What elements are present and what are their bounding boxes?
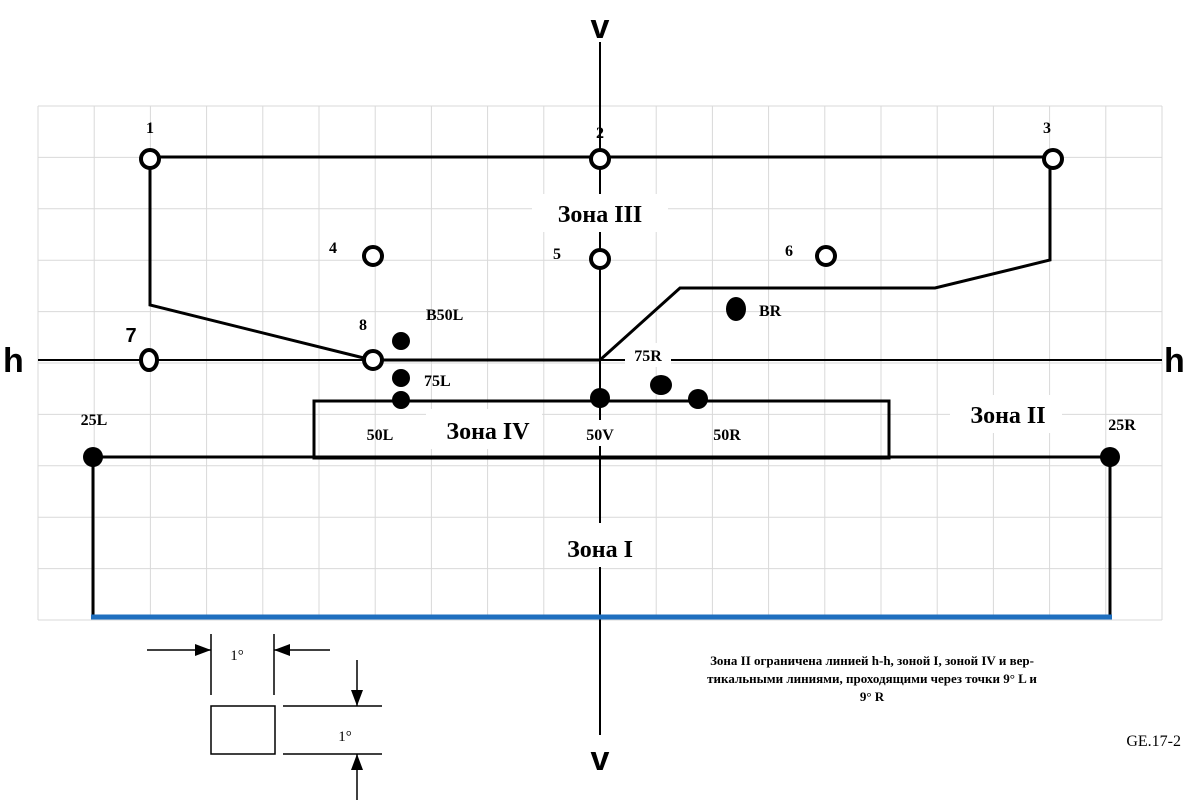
zone-iii-label: Зона III [558, 202, 643, 228]
point-b50l-label: B50L [426, 307, 463, 324]
zone-ii-note-line-1: Зона II ограничена линией h-h, зоной I, … [710, 653, 1034, 668]
axis-h-left-label: h [3, 342, 24, 380]
axis-v-top-label: v [591, 8, 610, 46]
point-b50l-marker [392, 332, 410, 350]
point-7-label: 7 [125, 325, 136, 347]
point-25l-label: 25L [81, 412, 108, 429]
point-1-marker [139, 148, 161, 170]
point-br-label: BR [759, 303, 782, 320]
axis-h-right-label: h [1164, 342, 1185, 380]
point-75l-marker [392, 369, 410, 387]
point-75r-label: 75R [634, 348, 662, 365]
figure-id: GE.17-2 [1126, 733, 1181, 750]
point-25l-marker [83, 447, 103, 467]
point-50v-marker [590, 388, 610, 408]
point-8-label: 8 [359, 317, 367, 334]
point-50v-label: 50V [586, 427, 614, 444]
point-4-marker [362, 245, 384, 267]
degree-scale-sketch: 1° 1° [147, 634, 382, 800]
point-8-marker [362, 349, 384, 371]
zone-ii-label: Зона II [970, 403, 1045, 429]
scale-vertical-label: 1° [338, 729, 352, 745]
point-25r-label: 25R [1108, 417, 1136, 434]
point-75l-label: 75L [424, 373, 451, 390]
point-6-marker [815, 245, 837, 267]
zone-iv-label: Зона IV [446, 419, 530, 445]
point-50r-label: 50R [713, 427, 741, 444]
point-3-label: 3 [1043, 120, 1051, 137]
zone-ii-note-line-3: 9° R [860, 689, 885, 704]
zone-ii-note-line-2: тикальными линиями, проходящими через то… [707, 671, 1037, 686]
point-7-marker [139, 348, 159, 372]
point-50l-label: 50L [367, 427, 394, 444]
point-4-label: 4 [329, 240, 337, 257]
point-5-marker [589, 248, 611, 270]
scale-horizontal-label: 1° [230, 648, 244, 664]
point-50l-marker [392, 391, 410, 409]
point-2-label: 2 [596, 125, 604, 142]
point-2-marker [589, 148, 611, 170]
point-25r-marker [1100, 447, 1120, 467]
point-6-label: 6 [785, 243, 793, 260]
point-75r-marker [650, 375, 672, 395]
point-1-label: 1 [146, 120, 154, 137]
point-3-marker [1042, 148, 1064, 170]
zone-iii-left-boundary [148, 157, 373, 362]
point-br-marker [726, 297, 746, 321]
axis-v-bottom-label: v [591, 740, 610, 778]
point-50r-marker [688, 389, 708, 409]
zone-i-label: Зона I [567, 537, 633, 563]
zone-iii-lower-boundary [372, 157, 1052, 362]
point-5-label: 5 [553, 246, 561, 263]
